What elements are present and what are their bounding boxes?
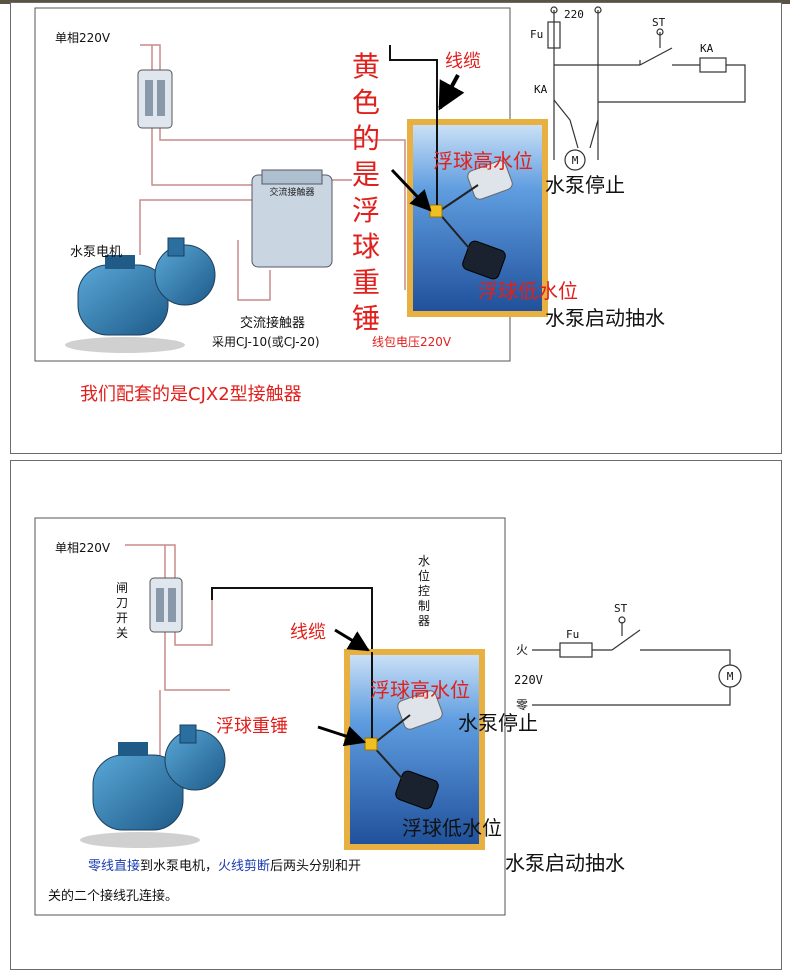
weight-char: 是 — [352, 158, 380, 191]
top-high-level-label: 浮球高水位 — [433, 149, 533, 173]
controller-char: 位 — [418, 568, 430, 583]
bottom-note-line2: 关的二个接线孔连接。 — [48, 888, 178, 904]
knife-char: 闸 — [116, 581, 128, 595]
top-weight-arrow — [390, 168, 432, 212]
top-schematic-motor: M — [572, 154, 579, 167]
top-low-level-label: 浮球低水位 — [478, 279, 578, 303]
top-contactor-model: 采用CJ-10(或CJ-20) — [212, 335, 320, 349]
knife-char: 刀 — [116, 596, 128, 610]
controller-char: 制 — [418, 599, 430, 613]
bottom-supply-label: 单相220V — [55, 541, 111, 555]
top-pump-stop-label: 水泵停止 — [545, 173, 625, 197]
weight-char: 黄 — [352, 50, 380, 83]
top-supply-wires — [139, 44, 406, 301]
knife-char: 关 — [116, 626, 128, 640]
weight-char: 浮 — [352, 194, 380, 227]
top-schematic-relay-contact: KA — [534, 83, 548, 96]
top-note: 我们配套的是CJX2型接触器 — [80, 384, 302, 405]
bottom-inner-frame — [34, 517, 506, 916]
weight-char: 重 — [352, 266, 380, 299]
bottom-knife-switch-label: 闸 刀 开 关 — [116, 581, 128, 640]
top-pump-motor — [65, 237, 216, 353]
knife-char: 开 — [116, 611, 128, 625]
bottom-schematic-switch: ST — [614, 602, 628, 615]
bottom-note-line1: 零线直接到水泵电机，火线剪断后两头分别和开 — [88, 858, 361, 874]
bottom-cable-label: 线缆 — [290, 622, 326, 643]
bottom-water-tank — [344, 649, 485, 850]
bottom-schematic-motor: M — [727, 670, 734, 683]
bottom-knife-switch — [149, 577, 183, 633]
bottom-controller-label: 水 位 控 制 器 — [418, 554, 430, 628]
note-to-motor: 到水泵电机， — [140, 859, 218, 874]
bottom-weight-arrow — [317, 725, 366, 747]
bottom-cable — [211, 587, 373, 650]
bottom-schematic-neutral: 零 — [516, 698, 528, 712]
bottom-cable-arrow — [334, 628, 370, 652]
bottom-schematic — [532, 616, 742, 706]
bottom-pump-start-label: 水泵启动抽水 — [505, 851, 625, 875]
top-water-tank — [407, 119, 548, 317]
controller-char: 水 — [418, 554, 430, 568]
contactor-box-label: 交流接触器 — [269, 186, 314, 198]
note-both-ends: 后两头分别和开 — [270, 859, 361, 874]
weight-char: 锤 — [352, 302, 380, 335]
bottom-pump-stop-label: 水泵停止 — [458, 711, 538, 735]
top-supply-label: 单相220V — [55, 31, 111, 45]
bottom-high-level-label: 浮球高水位 — [370, 678, 470, 702]
top-weight-vertical-label: 黄 色 的 是 浮 球 重 锤 — [352, 50, 380, 335]
bottom-weight-label: 浮球重锤 — [216, 716, 288, 737]
top-cable — [389, 45, 438, 122]
top-pump-label: 水泵电机 — [70, 245, 122, 260]
top-cable-label: 线缆 — [445, 51, 481, 72]
top-pump-start-label: 水泵启动抽水 — [545, 306, 665, 330]
top-coil-voltage: 线包电压220V — [372, 335, 452, 349]
top-cable-arrow — [438, 74, 465, 111]
top-contactor-label: 交流接触器 — [240, 315, 305, 331]
weight-char: 的 — [352, 122, 380, 155]
top-schematic-switch: ST — [652, 16, 666, 29]
top-schematic-fuse: Fu — [530, 28, 543, 41]
top-schematic-relay-coil: KA — [700, 42, 714, 55]
bottom-supply-wires — [125, 544, 230, 760]
weight-char: 色 — [352, 86, 380, 119]
weight-char: 球 — [352, 230, 380, 263]
controller-char: 器 — [418, 614, 430, 628]
top-schematic — [547, 6, 746, 171]
bottom-schematic-live: 火 — [516, 643, 528, 657]
note-neutral-direct: 零线直接 — [88, 858, 140, 874]
bottom-pump-motor — [80, 724, 226, 848]
top-knife-switch — [137, 69, 173, 129]
note-live-cut: 火线剪断 — [218, 858, 270, 874]
bottom-low-level-label: 浮球低水位 — [402, 816, 502, 840]
bottom-schematic-fuse: Fu — [566, 628, 579, 641]
controller-char: 控 — [418, 584, 430, 598]
top-schematic-voltage: 220 — [564, 8, 584, 21]
bottom-schematic-voltage: 220V — [514, 673, 543, 687]
top-contactor — [251, 169, 333, 268]
